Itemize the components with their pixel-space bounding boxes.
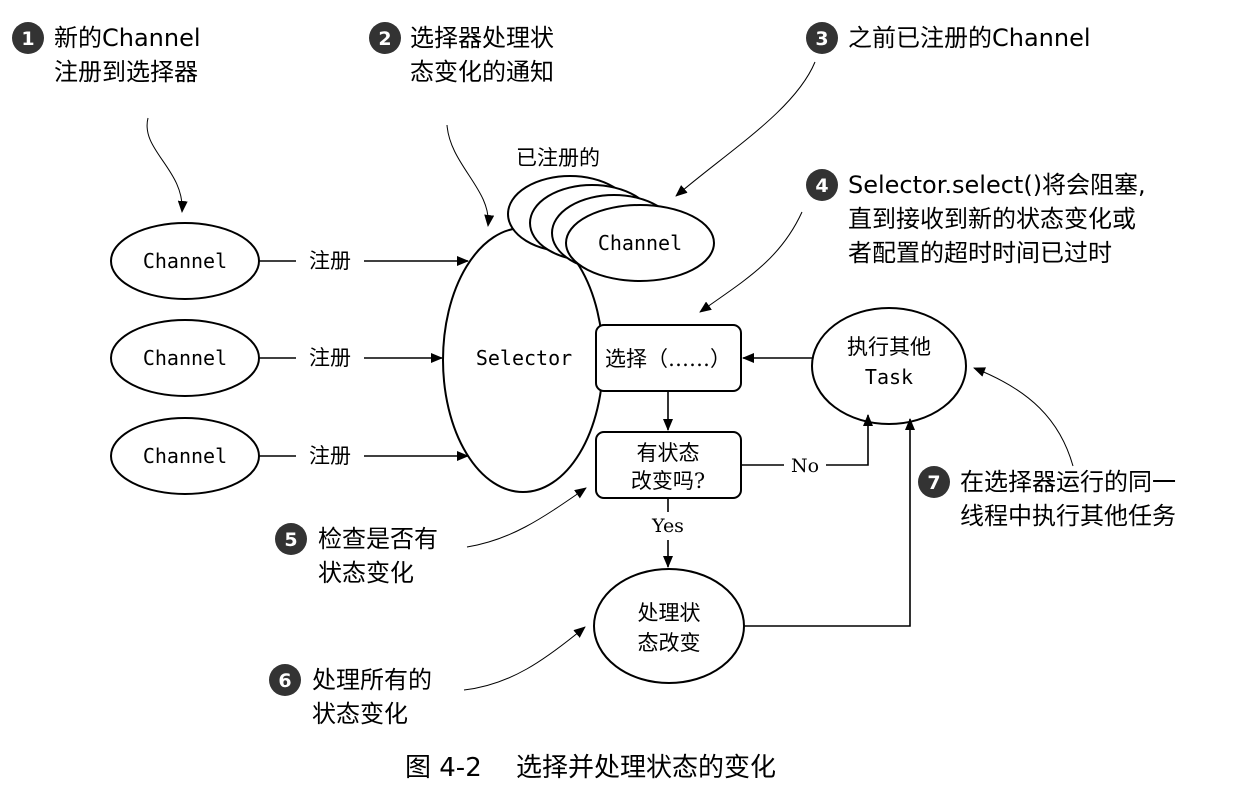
selector: Selector [442,227,604,493]
callout-7-pointer [973,367,1074,467]
channel-2-label: Channel [143,346,227,370]
callout-4-number: 4 [815,175,828,197]
select-box-label: 选择（……） [605,347,731,371]
callout-4: 4 Selector.select()将会阻塞, 直到接收到新的状态变化或 者配… [806,169,1146,267]
register-label-3: 注册 [309,444,351,468]
select-box: 选择（……） [595,324,742,392]
callout-1: 1 新的Channel 注册到选择器 [12,22,201,86]
callout-3-number: 3 [815,28,828,50]
register-label-2: 注册 [309,346,351,370]
callout-6: 6 处理所有的 状态变化 [269,664,432,728]
callout-1-pointer [146,117,188,213]
callout-1-line-2: 注册到选择器 [54,58,198,86]
callout-5-line-1: 检查是否有 [318,525,438,553]
yes-label: Yes [651,515,684,537]
callout-3-pointer [675,61,816,197]
channel-2: Channel [110,319,260,397]
callout-5-line-2: 状态变化 [318,559,414,587]
channel-1-label: Channel [143,249,227,273]
callout-5-pointer [466,487,587,548]
check-box-line-2: 改变吗? [631,469,705,493]
callout-6-line-2: 状态变化 [312,700,408,728]
caption-figure-number: 图 4-2 [405,753,482,783]
task-line-1: 执行其他 [847,335,931,359]
figure-caption: 图 4-2 选择并处理状态的变化 [405,753,776,783]
check-box-line-1: 有状态 [637,441,700,465]
callout-6-number: 6 [278,670,291,692]
registered-channel-label: Channel [598,231,682,255]
selector-label: Selector [476,346,572,370]
caption-title: 选择并处理状态的变化 [516,753,776,783]
no-label: No [791,455,819,477]
callout-5: 5 检查是否有 状态变化 [275,523,438,587]
callout-2: 2 选择器处理状 态变化的通知 [369,22,554,86]
register-label-1: 注册 [309,249,351,273]
callout-1-number: 1 [21,28,34,50]
channel-3: Channel [110,417,260,495]
channel-3-label: Channel [143,444,227,468]
callout-6-line-1: 处理所有的 [312,666,432,694]
callout-7-badge [918,466,950,498]
callout-4-line-3: 者配置的超时时间已过时 [848,239,1112,267]
check-state-box: 有状态 改变吗? [595,431,742,499]
callout-5-badge [275,523,307,555]
callout-2-line-2: 态变化的通知 [410,58,554,86]
callout-7-line-2: 线程中执行其他任务 [960,502,1176,530]
callout-4-line-2: 直到接收到新的状态变化或 [848,205,1136,233]
process-line-1: 处理状 [638,601,701,625]
callout-2-number: 2 [378,28,391,50]
callout-4-line-1: Selector.select()将会阻塞, [848,171,1146,199]
other-task-ellipse: 执行其他 Task [811,307,967,425]
callout-3-line-1: 之前已注册的Channel [848,24,1091,52]
callout-3: 3 之前已注册的Channel [806,22,1091,54]
registered-label: 已注册的 [516,146,600,170]
callout-2-line-1: 选择器处理状 [410,24,554,52]
callout-6-badge [269,664,301,696]
process-state-ellipse: 处理状 态改变 [593,568,745,684]
callout-4-badge [806,169,838,201]
no-arrow [826,414,873,466]
callout-1-badge [12,22,44,54]
process-line-2: 态改变 [638,631,701,655]
process-to-task-arrow [744,418,915,627]
callout-4-pointer [699,211,803,313]
task-line-2: Task [865,365,913,389]
callout-2-pointer [446,124,495,227]
callout-7: 7 在选择器运行的同一 线程中执行其他任务 [918,466,1176,530]
callout-3-badge [806,22,838,54]
channel-1: Channel [110,222,260,300]
registered-channels-stack: Channel [507,175,715,282]
callout-1-line-1: 新的Channel [54,24,201,52]
callout-2-badge [369,22,401,54]
callout-7-line-1: 在选择器运行的同一 [960,468,1176,496]
callout-6-pointer [463,626,586,691]
callout-5-number: 5 [284,529,297,551]
callout-7-number: 7 [927,472,940,494]
